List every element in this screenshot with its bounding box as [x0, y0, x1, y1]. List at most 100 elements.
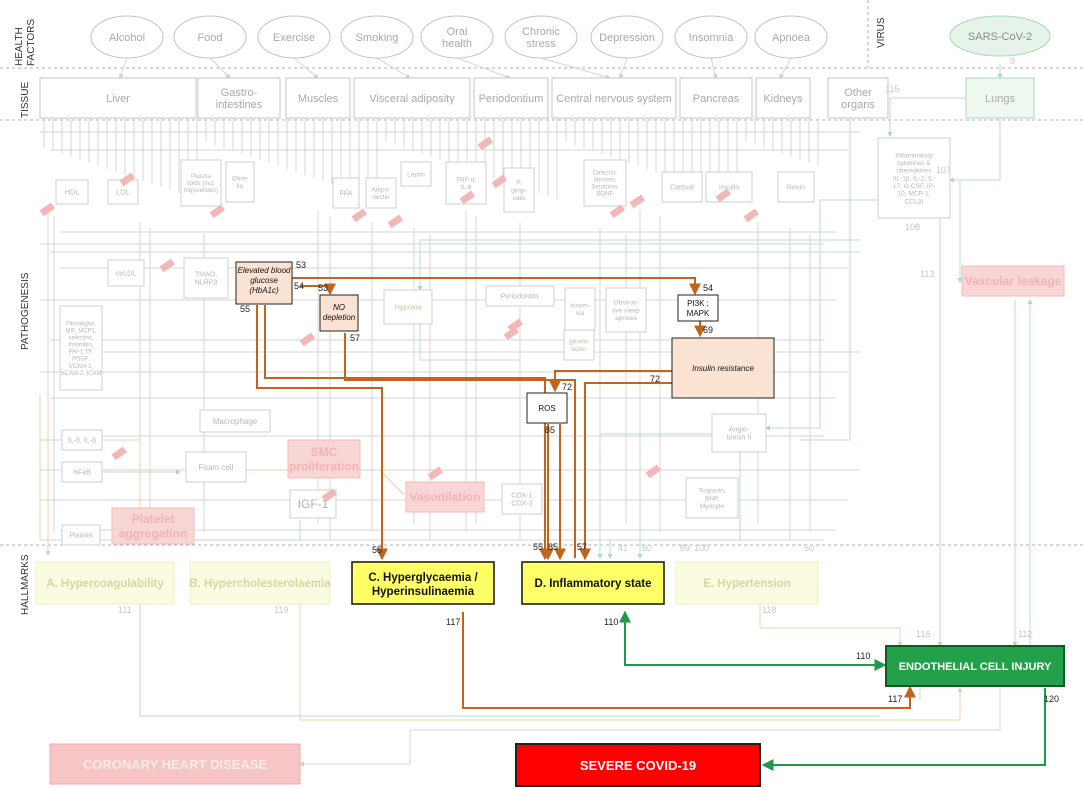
tissue-label: Central nervous system	[556, 93, 672, 105]
hallmark-c-label: C. Hyperglycaemia /Hyperinsulinaemia	[368, 572, 478, 598]
faded-edge	[299, 604, 963, 721]
edge-label: 85	[545, 425, 555, 435]
edge-no-to-inflammatory	[344, 333, 576, 558]
edge-label: 54	[294, 281, 304, 291]
edge-labels-faded: 111 119 118 116 112 113 115 107 108 9 41…	[118, 56, 1032, 639]
edge-glucose-to-hyperglycaemia	[256, 305, 388, 561]
inhibition-mark	[427, 466, 444, 481]
tissue-label: Muscles	[298, 93, 339, 105]
elevated-glucose-box	[235, 261, 293, 305]
inhibition-mark	[609, 204, 626, 219]
faded-node-macrophage: Macrophage	[199, 409, 271, 433]
faded-node-label: Vasodilation	[410, 490, 481, 504]
edge-label: 53	[318, 283, 328, 293]
insulin-resistance-box	[671, 337, 775, 399]
faded-edge	[618, 57, 628, 79]
edge-label: 119	[274, 605, 288, 615]
faded-edge	[417, 239, 860, 291]
health-factor-label: Smoking	[356, 32, 399, 44]
faded-node-platelet: Platelet	[61, 524, 101, 546]
inhibition-mark	[491, 174, 508, 189]
faded-node-renin: Renin	[777, 171, 815, 203]
insulin-resistance-label: Insulin resistance	[692, 364, 754, 373]
edge-label: 100	[694, 543, 709, 553]
inhibition-mark	[715, 188, 732, 203]
edge-label: 117	[888, 694, 902, 704]
tissue-node: Liver	[39, 77, 197, 119]
green-pathway	[619, 610, 1046, 771]
no-depletion-box	[319, 294, 359, 332]
faded-node-label: IGF-1	[298, 497, 329, 511]
virus-label: VIRUS	[876, 17, 887, 48]
edge-label: 113	[920, 269, 934, 279]
faded-node-adiponectin: Adipo-nectin	[365, 177, 397, 209]
edge-label: 53	[296, 260, 306, 270]
faded-node-label: Hypoxia	[394, 303, 422, 312]
faded-edge	[759, 604, 903, 647]
faded-node-label: TMAO,NLRP3	[195, 271, 218, 286]
edge-ir-to-ros	[549, 370, 672, 393]
health-factors-label-2: FACTORS	[26, 19, 37, 66]
tissue-label: Gastro-intestines	[216, 87, 263, 111]
faded-node-label: Platelet	[69, 532, 92, 539]
hallmark-b-label: B. Hypercholesterolaemia	[189, 578, 331, 590]
faded-node-leptin: Leptin	[400, 161, 432, 187]
faded-node-oxldl: oxLDL	[107, 259, 145, 287]
health-factors-label: HEALTH	[14, 27, 25, 66]
tissue-node: Pancreas	[679, 77, 753, 119]
severe-covid-box	[515, 743, 761, 787]
health-factor-label: Apnoea	[772, 32, 811, 44]
faded-node-label: LDL	[116, 188, 130, 197]
inhibition-mark	[299, 332, 316, 347]
faded-node-angiotensin: Angio-tensin II	[711, 413, 767, 453]
inhibition-mark	[645, 464, 662, 479]
inhibition-mark	[477, 136, 494, 151]
faded-node-insulin: Insulin	[705, 171, 753, 203]
ros-box	[526, 392, 568, 424]
faded-edge	[118, 57, 128, 79]
edge-label: 55	[533, 542, 543, 552]
faded-node-label: Periodontitis	[501, 293, 540, 300]
tissue-node: Central nervous system	[551, 77, 677, 119]
orange-pathway	[256, 268, 916, 709]
pi3k-label: PI3K ;MAPK	[687, 299, 710, 318]
faded-node-fibrinogen: Fibrinogen,MIF, MCP1,selectins,thrombin,…	[59, 305, 103, 391]
faded-node-label: Ghre-lin	[232, 175, 249, 190]
faded-node-label: Leptin	[407, 171, 425, 178]
health-factor-node: Smoking	[340, 15, 414, 59]
health-factor-label: Depression	[599, 32, 655, 44]
section-dividers	[0, 0, 1084, 546]
pi3k-box	[677, 294, 719, 322]
tissue-node: Kidneys	[755, 77, 811, 119]
tissue-label: Periodontium	[479, 93, 544, 105]
edge-label: 110	[604, 617, 618, 627]
hallmarks-label: HALLMARKS	[20, 554, 31, 615]
faded-node-label: Cortisol	[670, 184, 694, 191]
edge-label: 57	[350, 333, 360, 343]
tissue-label: TISSUE	[20, 82, 31, 118]
faded-edge	[887, 97, 966, 137]
edge-hyperglycaemia-to-endothelial	[462, 612, 916, 709]
inhibition-mark	[351, 208, 368, 223]
severe-covid-label: SEVERE COVID-19	[580, 758, 696, 773]
inhibition-mark	[387, 214, 404, 229]
tissue-label: Pancreas	[693, 93, 740, 105]
edge-ir-to-inflammatory	[579, 382, 672, 561]
faded-node-hdl: HDL	[55, 179, 89, 205]
edge-label: 85	[548, 542, 558, 552]
faded-node-label: Troponin,BNP,Myocyte	[698, 488, 725, 510]
inhibition-mark	[503, 326, 520, 341]
faded-edge	[419, 324, 520, 361]
health-factor-node: Depression	[590, 15, 664, 59]
inhibition-mark	[159, 258, 176, 273]
